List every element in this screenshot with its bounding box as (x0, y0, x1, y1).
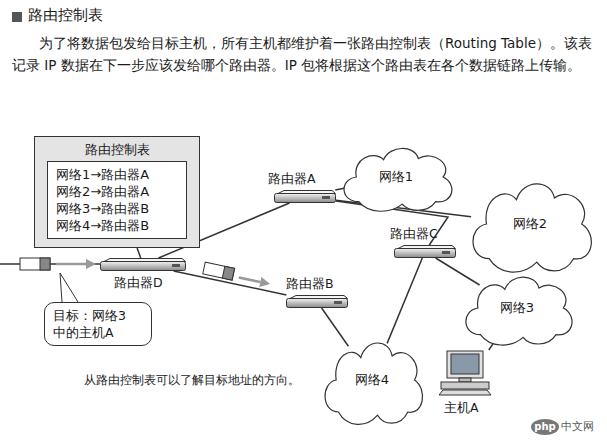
link-line (322, 308, 349, 346)
router-symbol (394, 245, 456, 258)
packet-moving (203, 262, 272, 289)
network-cloud: 网络3 (456, 268, 578, 348)
node-text: 路由器D (114, 275, 163, 292)
watermark: 中文网 (561, 419, 594, 435)
router-device: 路由器D (100, 258, 186, 271)
packet (20, 258, 96, 270)
node-text: 路由器A (268, 171, 316, 188)
node-text: 网络2 (513, 215, 547, 233)
node-text: 路由控制表 (35, 137, 199, 160)
node-text: 网络3 (500, 299, 534, 317)
link-line (387, 258, 422, 343)
node-text: 路由器B (286, 276, 334, 293)
router-device: 路由器B (286, 295, 348, 308)
link-line (137, 248, 141, 258)
heading: 路由控制表 (28, 6, 103, 25)
node-text: 路由器C (390, 226, 438, 243)
node-text: 网络2→路由器A (56, 183, 178, 200)
computer-icon (439, 350, 493, 396)
node-text: 网络4 (355, 371, 389, 389)
host-computer: 主机A (438, 350, 494, 418)
node-text: 网络1→路由器A (56, 166, 178, 183)
body-paragraph: 为了将数据包发给目标主机，所有主机都维护着一张路由控制表（Routing Tab… (12, 32, 596, 76)
title-square (12, 12, 22, 22)
node-text: 网络3→路由器B (56, 200, 178, 217)
caption: 从路由控制表可以了解目标地址的方向。 (84, 372, 300, 389)
node-text: 网络4→路由器B (56, 217, 178, 234)
network-cloud: 网络4 (316, 332, 428, 428)
callout-bubble: 目标：网络3 中的主机A (44, 302, 152, 346)
router-symbol (286, 295, 348, 308)
table-entries: 网络1→路由器A网络2→路由器A网络3→路由器B网络4→路由器B (47, 161, 187, 239)
router-device: 路由器A (274, 190, 336, 203)
network-cloud: 网络2 (462, 172, 598, 276)
router-device: 路由器C (394, 245, 456, 258)
table-panel: 路由控制表网络1→路由器A网络2→路由器A网络3→路由器B网络4→路由器B (34, 136, 200, 248)
network-cloud: 网络1 (334, 140, 458, 214)
node-text: 主机A (444, 400, 479, 417)
watermark: php (533, 420, 557, 434)
link-line (436, 258, 480, 285)
watermark-oval (531, 419, 559, 435)
node-text: 目标：网络3 中的主机A (53, 307, 141, 341)
callout-pointer (60, 273, 78, 302)
router-symbol (100, 258, 186, 271)
router-symbol (274, 190, 336, 203)
node-text: 网络1 (379, 168, 413, 186)
